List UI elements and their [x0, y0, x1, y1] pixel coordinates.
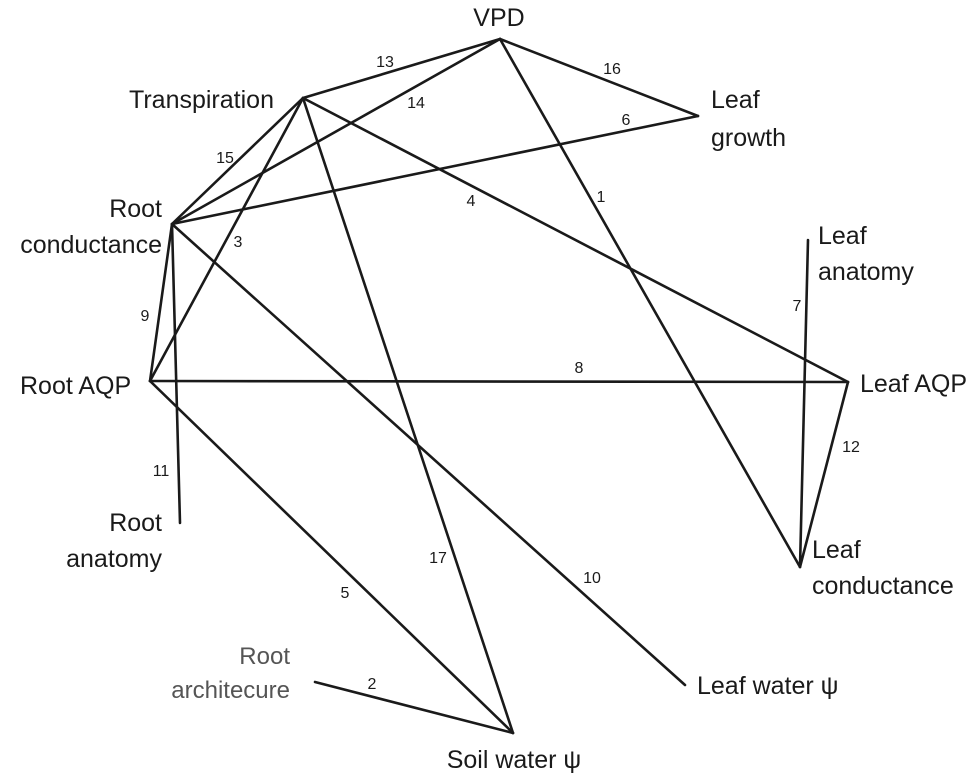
- node-label-line: Leaf: [812, 536, 861, 564]
- node-label-line: Leaf: [711, 86, 760, 114]
- edge-label-2: 2: [368, 676, 377, 693]
- edge-label-1: 1: [597, 189, 606, 206]
- node-label-line: growth: [711, 124, 786, 152]
- edge-label-6: 6: [622, 112, 631, 129]
- edge-label-3: 3: [234, 234, 243, 251]
- node-label-line: conductance: [20, 231, 162, 259]
- node-label-root-architecture: Root architecure: [171, 643, 290, 704]
- node-label-line: Transpiration: [129, 86, 274, 114]
- node-label-line: Leaf: [818, 222, 867, 250]
- node-label-transpiration: Transpiration: [129, 86, 274, 114]
- edge-leaf-aqp-to-leaf-conductance: [798, 380, 850, 569]
- node-label-line: architecure: [171, 677, 290, 704]
- node-label-vpd: VPD: [473, 4, 524, 32]
- node-label-line: Leaf AQP: [860, 370, 967, 398]
- edge-label-7: 7: [793, 298, 802, 315]
- edge-transpiration-to-vpd: [301, 37, 502, 100]
- edge-label-11: 11: [153, 463, 170, 480]
- edge-root-architecture-to-soil-water: [313, 680, 515, 735]
- edge-vpd-to-leaf-growth: [498, 37, 700, 118]
- edge-root-conductance-to-leaf-water: [170, 222, 687, 687]
- edge-vpd-to-leaf-conductance: [498, 37, 802, 569]
- node-label-leaf-growth: Leaf growth: [711, 86, 786, 152]
- node-label-leaf-water: Leaf water ψ: [697, 672, 839, 700]
- node-label-line: anatomy: [818, 258, 914, 286]
- edge-label-10: 10: [583, 570, 601, 587]
- edge-label-9: 9: [141, 308, 150, 325]
- node-label-line: Root AQP: [20, 372, 131, 400]
- edge-transpiration-to-root-conductance: [170, 96, 305, 226]
- node-label-line: Leaf water ψ: [697, 672, 839, 700]
- node-label-line: VPD: [473, 4, 524, 32]
- edge-root-conductance-to-leaf-growth: [170, 114, 700, 226]
- edges-group: [148, 37, 850, 735]
- edge-label-4: 4: [467, 193, 476, 210]
- node-label-root-conductance: Root conductance: [20, 195, 162, 259]
- node-label-line: Root: [109, 195, 162, 223]
- node-label-line: Root: [239, 643, 290, 670]
- edge-label-5: 5: [341, 585, 350, 602]
- edge-transpiration-to-soil-water: [301, 96, 515, 735]
- node-label-line: Soil water ψ: [447, 746, 582, 774]
- edge-label-17: 17: [429, 550, 447, 567]
- edge-label-15: 15: [216, 150, 234, 167]
- node-label-line: conductance: [812, 572, 954, 600]
- edge-leaf-anatomy-to-leaf-conductance: [798, 238, 810, 569]
- node-label-leaf-conductance: Leaf conductance: [812, 536, 954, 600]
- node-label-line: anatomy: [66, 545, 162, 573]
- node-label-root-anatomy: Root anatomy: [66, 509, 162, 573]
- node-label-soil-water: Soil water ψ: [447, 746, 582, 774]
- node-label-line: Root: [109, 509, 162, 537]
- node-label-leaf-aqp: Leaf AQP: [860, 370, 967, 398]
- edge-label-14: 14: [407, 95, 425, 112]
- edge-root-aqp-to-soil-water: [148, 379, 515, 735]
- edge-root-conductance-to-root-aqp: [148, 222, 174, 383]
- edge-label-8: 8: [575, 360, 584, 377]
- edge-root-conductance-to-root-anatomy: [170, 222, 182, 525]
- edge-label-12: 12: [842, 439, 860, 456]
- edge-transpiration-to-leaf-aqp: [301, 96, 850, 384]
- edge-label-16: 16: [603, 61, 621, 78]
- edge-vpd-to-root-conductance: [170, 37, 502, 226]
- node-label-leaf-anatomy: Leaf anatomy: [818, 222, 914, 286]
- node-label-root-aqp: Root AQP: [20, 372, 131, 400]
- edge-root-aqp-to-leaf-aqp: [148, 379, 850, 384]
- edge-label-13: 13: [376, 54, 394, 71]
